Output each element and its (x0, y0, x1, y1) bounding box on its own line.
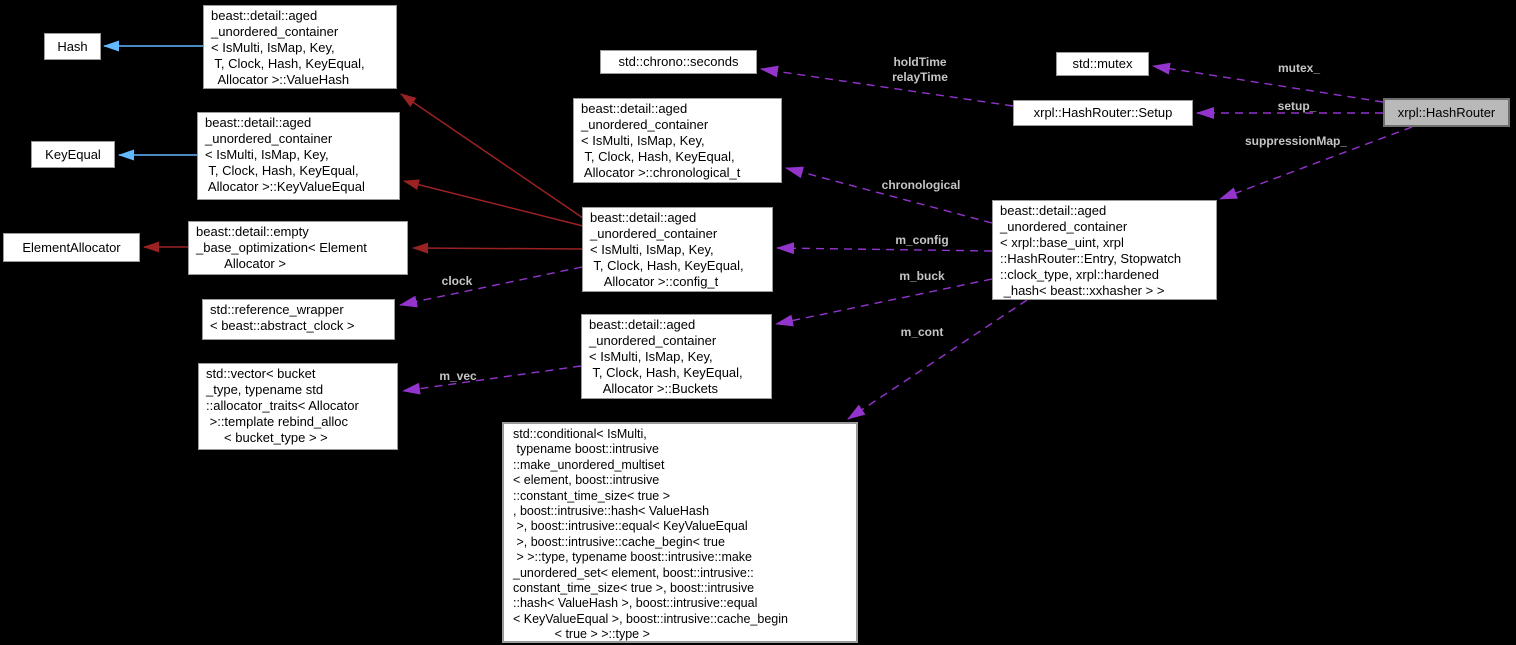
node-configt[interactable]: beast::detail::aged_unordered_container<… (582, 207, 773, 292)
node-buckets[interactable]: beast::detail::aged_unordered_container<… (581, 314, 772, 399)
edge-configt-to-valuehash (400, 93, 584, 219)
node-refwrapper[interactable]: std::reference_wrapper< beast::abstract_… (202, 299, 395, 340)
edge-container-to-buckets (775, 278, 993, 327)
node-mutex[interactable]: std::mutex (1056, 52, 1149, 76)
node-container[interactable]: beast::detail::aged_unordered_container<… (992, 200, 1217, 300)
edge-label-chronological: chronological (881, 178, 961, 192)
edge-label-mutex: mutex_ (1277, 61, 1321, 75)
node-valuehash[interactable]: beast::detail::aged_unordered_container<… (203, 5, 397, 89)
node-emptybase[interactable]: beast::detail::empty_base_optimization< … (188, 221, 408, 275)
node-conditional[interactable]: std::conditional< IsMulti, typename boos… (502, 422, 858, 643)
edge-container-to-configt (776, 242, 993, 255)
node-setup[interactable]: xrpl::HashRouter::Setup (1013, 100, 1193, 126)
node-elementallocator[interactable]: ElementAllocator (3, 233, 140, 262)
edge-label-relaytime: relayTime (892, 70, 948, 84)
edge-label-holdtime: holdTime (893, 55, 947, 69)
edge-hashrouter-to-mutex (1152, 62, 1384, 103)
edge-label-m-buck: m_buck (899, 269, 945, 283)
node-hashrouter[interactable]: xrpl::HashRouter (1383, 98, 1510, 127)
edge-hashrouter-to-container (1219, 126, 1413, 200)
node-keyequal[interactable]: KeyEqual (31, 141, 115, 168)
edge-configt-to-emptybase (412, 242, 583, 254)
node-seconds[interactable]: std::chrono::seconds (600, 50, 757, 74)
node-vector[interactable]: std::vector< bucket_type, typename std::… (198, 363, 398, 450)
edge-buckets-to-vector (402, 365, 582, 395)
edge-label-clock: clock (441, 274, 473, 288)
edge-label-suppressionmap: suppressionMap_ (1244, 134, 1348, 148)
edge-label-setup: setup_ (1277, 99, 1317, 113)
edge-container-to-chronologicalt (785, 166, 993, 224)
node-keyvalueequal[interactable]: beast::detail::aged_unordered_container<… (197, 112, 400, 200)
node-hash[interactable]: Hash (44, 33, 101, 60)
edge-label-m-vec: m_vec (439, 369, 477, 383)
edge-container-to-conditional (847, 299, 1028, 420)
edge-configt-to-keyvalueequal (403, 179, 584, 227)
node-chronologicalt[interactable]: beast::detail::aged_unordered_container<… (573, 98, 782, 183)
edge-configt-to-refwrapper (399, 266, 583, 308)
edge-label-m-cont: m_cont (900, 325, 944, 339)
edge-setup-to-seconds (760, 65, 1014, 107)
edge-label-m-config: m_config (895, 233, 949, 247)
